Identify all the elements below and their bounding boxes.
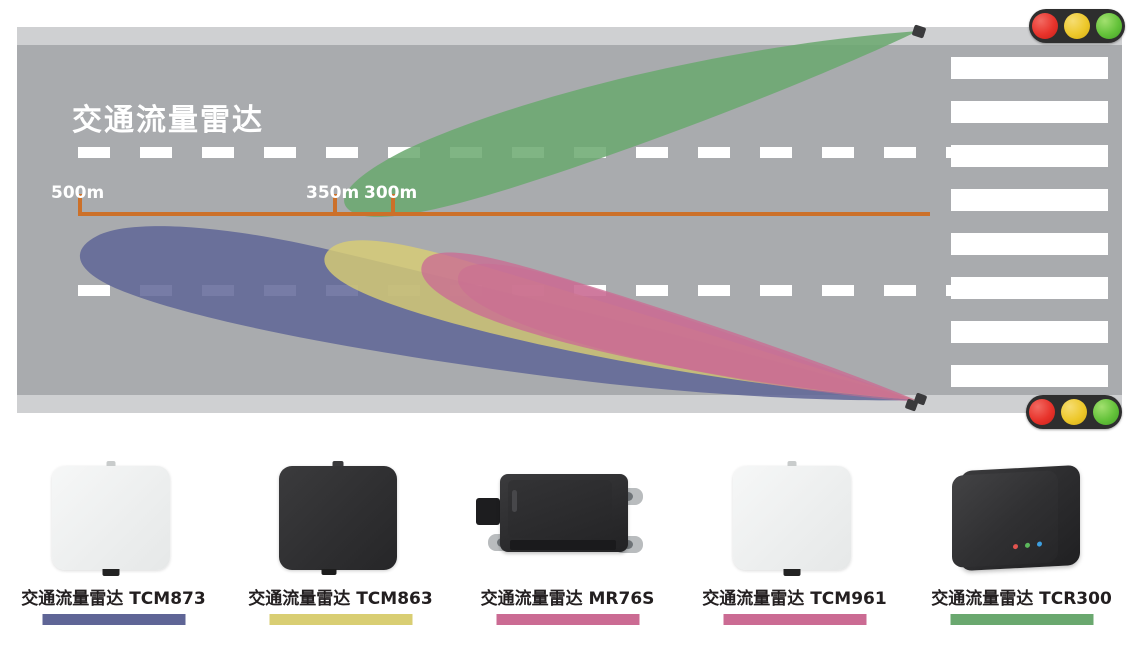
product-label: 交通流量雷达 MR76S [480,589,655,609]
product-label: 交通流量雷达 TCR300 [931,589,1112,609]
crosswalk-stripe [951,189,1108,211]
device-body [952,470,1058,568]
product-image-tcm873 [0,452,227,580]
device-mount-foot [102,569,120,576]
traffic-light-yellow-bulb [1061,399,1087,425]
device-led-group [1013,541,1042,550]
product-color-swatch [42,614,185,625]
device-body [52,466,170,576]
traffic-light-red-bulb [1029,399,1055,425]
product-image-tcr300 [908,452,1135,580]
traffic-light-green-bulb [1093,399,1119,425]
device-mount-foot [783,569,801,576]
product-list: 交通流量雷达 TCM873 交通流量雷达 TCM863 交通流量雷达 MR76S 交通… [0,452,1139,650]
ruler-tick [78,194,82,216]
crosswalk-stripe [951,145,1108,167]
product-card-tcm961[interactable]: 交通流量雷达 TCM961 [681,452,908,650]
traffic-light-red-bulb [1032,13,1058,39]
ruler-label: 300m [364,183,418,203]
product-label: 交通流量雷达 TCM961 [702,589,887,609]
lane-dash [264,147,296,158]
device-body [500,474,628,552]
device-mount-foot [321,569,337,575]
product-card-tcm873[interactable]: 交通流量雷达 TCM873 [0,452,227,650]
product-card-mr76s[interactable]: 交通流量雷达 MR76S [454,452,681,650]
product-color-swatch [723,614,866,625]
ruler-label: 500m [51,183,105,203]
lane-dash [326,147,358,158]
traffic-light-yellow-bulb [1064,13,1090,39]
lane-dash [140,147,172,158]
crosswalk-stripe [951,277,1108,299]
device-lid [508,480,612,538]
product-label: 交通流量雷达 TCM873 [21,589,206,609]
product-color-swatch [950,614,1093,625]
crosswalk-stripe [951,101,1108,123]
ruler-label: 350m [306,183,360,203]
device-body [279,466,397,575]
ruler-baseline [78,212,930,216]
lane-dash [202,147,234,158]
led-green-icon [1025,542,1030,549]
product-image-tcm863 [227,452,454,580]
product-label: 交通流量雷达 TCM863 [248,589,433,609]
device-body [733,466,851,576]
page-title: 交通流量雷达 [72,103,264,138]
crosswalk-stripe [951,233,1108,255]
traffic-light-bottom[interactable] [1026,395,1122,429]
product-color-swatch [269,614,412,625]
product-card-tcm863[interactable]: 交通流量雷达 TCM863 [227,452,454,650]
lane-dash [78,147,110,158]
traffic-light-top[interactable] [1029,9,1125,43]
product-image-tcm961 [681,452,908,580]
crosswalk-stripe [951,57,1108,79]
ruler-tick [391,194,395,216]
device-base [510,540,616,550]
crosswalk-stripe [951,365,1108,387]
crosswalk-stripe [951,321,1108,343]
product-color-swatch [496,614,639,625]
led-blue-icon [1037,541,1042,547]
product-card-tcr300[interactable]: 交通流量雷达 TCR300 [908,452,1135,650]
product-image-mr76s [454,452,681,580]
device-notch [512,490,517,512]
led-red-icon [1013,543,1018,550]
ruler-tick [333,194,337,216]
device-connector [476,498,500,525]
traffic-light-green-bulb [1096,13,1122,39]
